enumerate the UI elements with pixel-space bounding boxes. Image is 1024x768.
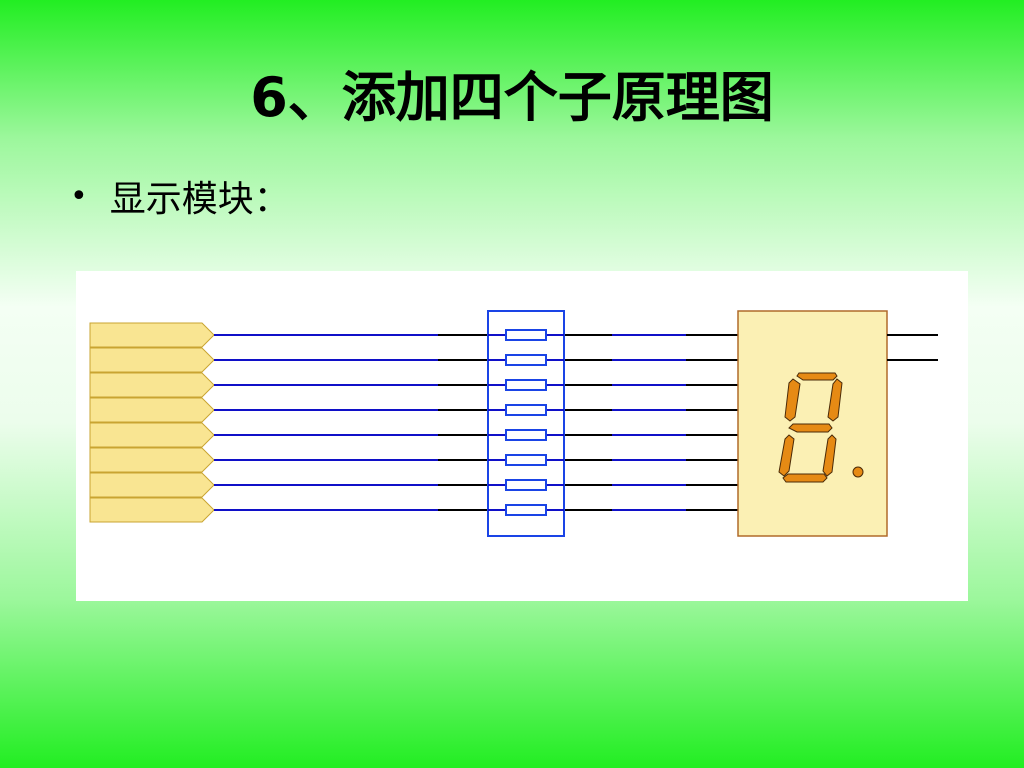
segment-a <box>796 372 838 381</box>
resistor-8 <box>505 504 547 516</box>
segment-e <box>778 434 795 477</box>
resistor-1 <box>505 329 547 341</box>
segment-b <box>827 378 843 422</box>
slide-title: 6、添加四个子原理图 <box>250 66 774 129</box>
segment-dp <box>852 466 864 478</box>
port-3 <box>89 372 215 398</box>
port-5 <box>89 422 215 448</box>
resistor-4 <box>505 404 547 416</box>
port-6 <box>89 447 215 473</box>
port-1 <box>89 322 215 348</box>
segment-g <box>788 423 833 433</box>
bullet-item: • 显示模块： <box>70 168 290 224</box>
segment-c <box>822 434 837 477</box>
port-4 <box>89 397 215 423</box>
segment-d <box>782 473 828 483</box>
schematic-diagram <box>76 271 968 601</box>
port-8 <box>89 497 215 523</box>
segment-f <box>784 378 801 422</box>
bullet-dot: • <box>70 178 88 214</box>
resistor-6 <box>505 454 547 466</box>
port-2 <box>89 347 215 373</box>
bullet-text: 显示模块： <box>109 179 290 220</box>
resistor-2 <box>505 354 547 366</box>
resistor-3 <box>505 379 547 391</box>
resistor-7 <box>505 479 547 491</box>
resistor-5 <box>505 429 547 441</box>
port-7 <box>89 472 215 498</box>
schematic-canvas <box>89 310 938 537</box>
resistor-network-box <box>487 310 565 537</box>
